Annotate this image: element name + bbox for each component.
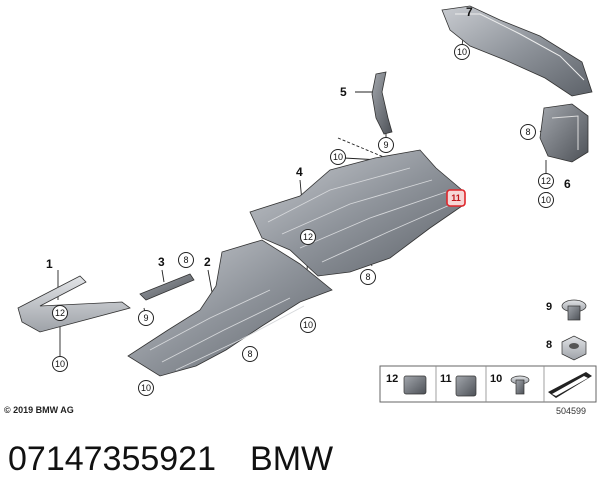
cutaway-icon	[548, 372, 592, 398]
part-5-drawing	[371, 71, 393, 135]
part-number-2: 2	[204, 255, 211, 269]
part-number-5: 5	[340, 85, 347, 99]
callout-8: 8	[365, 272, 370, 282]
part-number-1: 1	[46, 257, 53, 271]
legend-label-8: 8	[546, 339, 552, 351]
legend-label-10: 10	[490, 373, 502, 385]
part-number-6: 6	[564, 177, 571, 191]
drawing-number: 504599	[556, 406, 587, 416]
part-number-7: 7	[466, 5, 473, 19]
parts-diagram: 7 5 4 6 1 3 2 10 9 10 11 12 8 10 8 9 8	[17, 5, 597, 403]
legend-label-9: 9	[546, 301, 552, 313]
callout-10: 10	[541, 195, 551, 205]
callout-10: 10	[457, 47, 467, 57]
clip-part-11-drawing	[455, 375, 477, 397]
part-7-drawing	[441, 5, 593, 97]
callout-10: 10	[333, 152, 343, 162]
part-3-drawing	[139, 273, 195, 301]
legend-label-11: 11	[440, 373, 452, 385]
callout-10: 10	[141, 383, 151, 393]
callout-9: 9	[143, 313, 148, 323]
part-6-drawing	[539, 103, 589, 163]
screw-part-9-drawing	[561, 299, 587, 321]
callout-12: 12	[303, 232, 313, 242]
callout-12: 12	[55, 308, 65, 318]
part-caption: 07147355921 BMW	[8, 440, 333, 490]
callout-9: 9	[383, 140, 388, 150]
part-number: 07147355921	[8, 440, 217, 478]
callout-12: 12	[541, 176, 551, 186]
callout-10: 10	[55, 359, 65, 369]
screw-part-10-drawing	[510, 375, 530, 395]
part-number-3: 3	[158, 255, 165, 269]
nut-part-8-drawing	[561, 335, 587, 361]
part-1-drawing	[17, 275, 131, 333]
copyright-notice: © 2019 BMW AG	[4, 405, 74, 415]
part-number-4: 4	[296, 165, 303, 179]
callout-10: 10	[303, 320, 313, 330]
callout-8: 8	[247, 349, 252, 359]
clip-part-12-drawing	[403, 375, 427, 395]
callout-11-highlight	[446, 189, 466, 207]
callout-11: 11	[451, 193, 461, 203]
callout-8: 8	[183, 255, 188, 265]
part-2-drawing	[127, 239, 333, 377]
callout-8: 8	[525, 127, 530, 137]
legend-label-12: 12	[386, 373, 398, 385]
brand-name: BMW	[250, 440, 334, 478]
